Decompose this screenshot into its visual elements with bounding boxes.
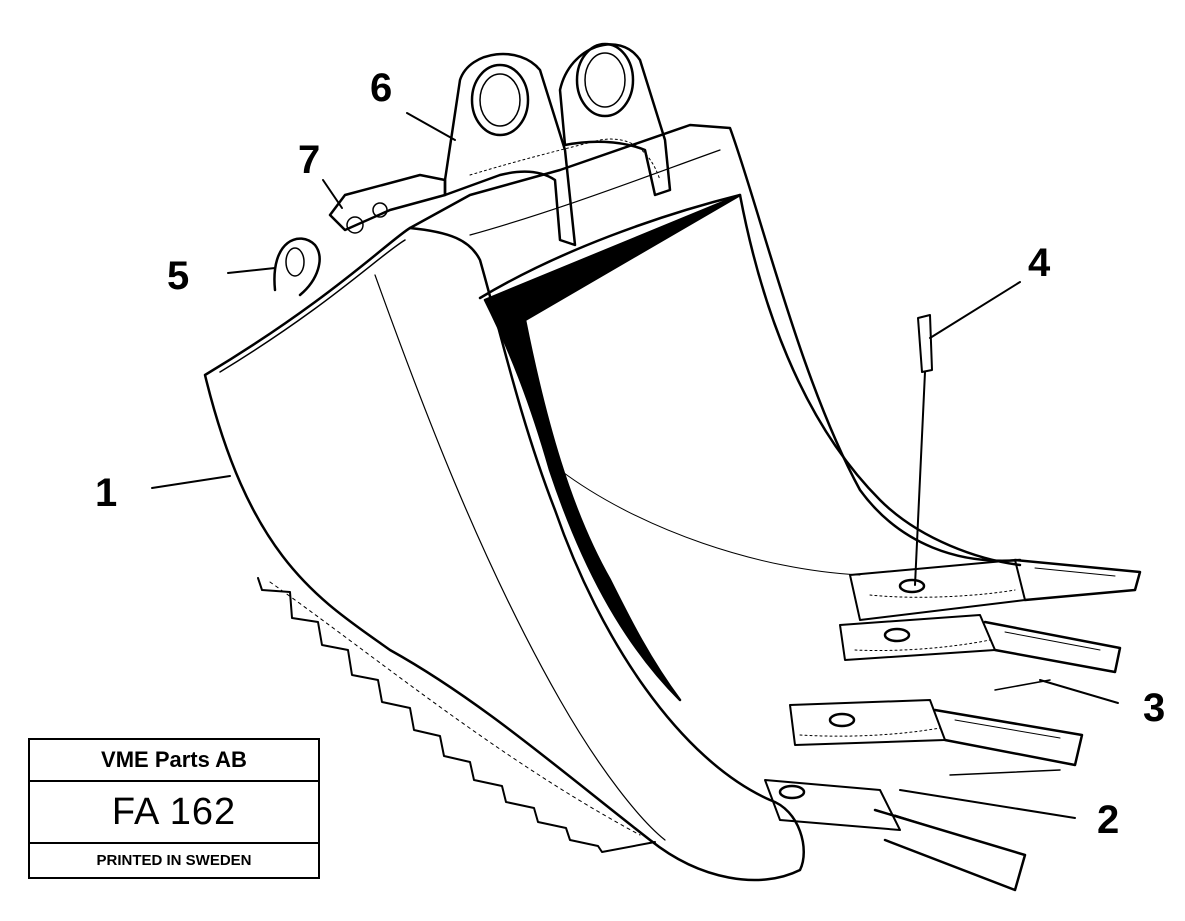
- leader-6: [406, 112, 456, 141]
- wear-strip-weld: [269, 581, 641, 836]
- side-plate: [203, 226, 805, 882]
- wear-strip: [257, 577, 656, 853]
- ear-plate-right: [558, 43, 672, 197]
- tooth-4: [873, 808, 1027, 892]
- leader-4b: [914, 371, 926, 586]
- interior-outline: [478, 193, 1022, 567]
- printed-note: PRINTED IN SWEDEN: [96, 852, 252, 869]
- leader-1: [151, 475, 231, 489]
- title-block: VME Parts AB FA 162 PRINTED IN SWEDEN: [28, 738, 320, 879]
- leader-7: [322, 179, 343, 209]
- cutting-edge: [849, 559, 1026, 621]
- leader-3: [1039, 679, 1119, 704]
- leader-5: [227, 267, 276, 274]
- company-name: VME Parts AB: [30, 740, 318, 782]
- side-plate-seam: [374, 274, 666, 841]
- callout-1: 1: [95, 471, 118, 515]
- tooth-3: [933, 708, 1084, 767]
- leader-4: [929, 281, 1021, 339]
- callout-2: 2: [1097, 798, 1120, 842]
- callout-6: 6: [370, 66, 393, 110]
- ear-weld: [469, 138, 661, 181]
- ear-plate-left: [443, 52, 577, 247]
- drawing-code: FA 162: [30, 782, 318, 844]
- adapter-row-2: [789, 699, 946, 746]
- interior-shadow: [483, 193, 742, 702]
- floor-curve: [559, 469, 861, 576]
- adapter-row-3: [764, 779, 901, 831]
- callout-3: 3: [1143, 686, 1166, 730]
- ear-bore-left: [470, 63, 530, 137]
- rim-line: [469, 149, 721, 236]
- tooth-1: [1013, 558, 1142, 602]
- ear-bore-right: [575, 42, 635, 118]
- link-bracket: [328, 173, 447, 232]
- callout-4: 4: [1028, 241, 1051, 285]
- tooth-pin: [917, 314, 933, 373]
- adapter-row-1: [839, 614, 996, 661]
- leader-2: [899, 789, 1076, 819]
- callout-7: 7: [298, 138, 321, 182]
- tooth-2: [983, 620, 1122, 674]
- callout-5: 5: [167, 254, 190, 298]
- lifting-eye: [273, 237, 321, 297]
- top-plate: [408, 123, 1022, 562]
- side-plate-inner-edge: [219, 239, 406, 373]
